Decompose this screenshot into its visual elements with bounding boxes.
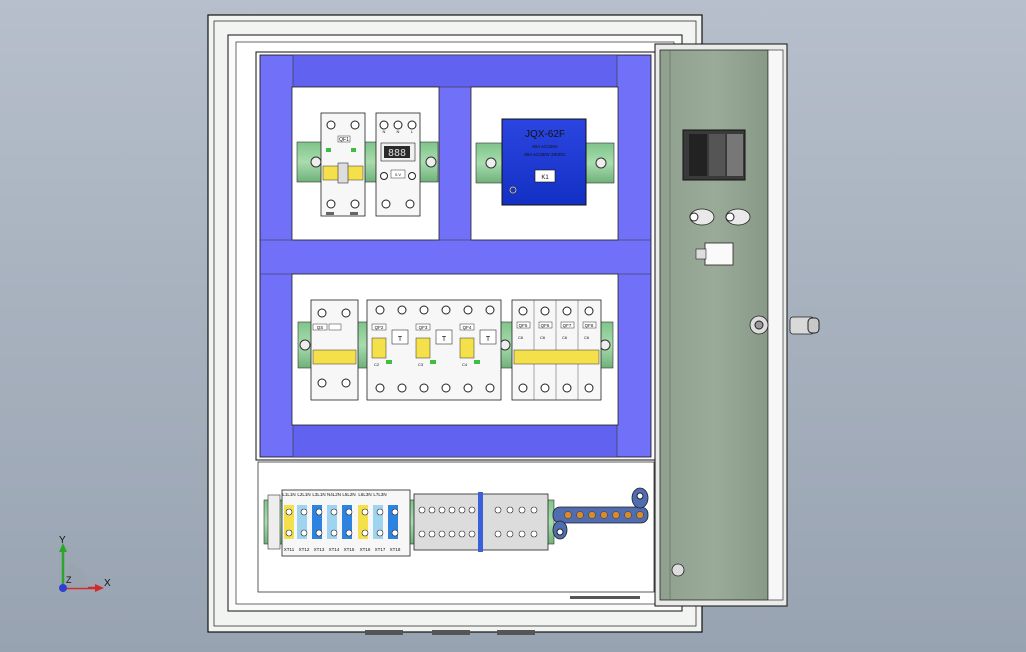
rcbo-tag-2: QF3 bbox=[419, 325, 428, 330]
breaker-row[interactable]: QS QF2 T C2 QF3 T bbox=[297, 299, 614, 401]
digital-meter[interactable]: N N L 888 0.V bbox=[375, 112, 421, 217]
relay-tag: K1 bbox=[541, 175, 549, 181]
top-left-din-assembly[interactable]: QF1 N N L 888 0.V bbox=[296, 112, 439, 217]
mcb-group[interactable]: QF5 QF6 QF7 QF8 C6 C6 C6 C6 bbox=[511, 299, 602, 401]
triad-z-label: Z bbox=[66, 575, 72, 585]
relay-assembly[interactable]: JQX-62F 80A AC220V 80A AC250V 28VDC K1 bbox=[475, 118, 615, 206]
rcbo-test-1: T bbox=[398, 336, 403, 343]
breaker-qf1-tag: QF1 bbox=[339, 137, 349, 143]
door-lock[interactable] bbox=[749, 315, 820, 335]
coordinate-triad: Y Z X bbox=[59, 535, 111, 592]
term-top-5: L5L2N bbox=[342, 492, 355, 497]
term-bottom-1: XT11 bbox=[284, 547, 295, 552]
relay-rating-1: 80A AC220V bbox=[532, 144, 558, 149]
mcb-tag-4: QF8 bbox=[585, 323, 594, 328]
indicator-lamps[interactable] bbox=[689, 208, 751, 226]
mcb-tag-2: QF6 bbox=[541, 323, 550, 328]
rcbo-mark-3: C4 bbox=[462, 362, 468, 367]
main-isolator-qs[interactable]: QS bbox=[310, 299, 359, 401]
term-top-1: L1L1N bbox=[282, 492, 295, 497]
meter-terminal-3: L bbox=[411, 129, 414, 134]
triad-x-label: X bbox=[104, 578, 111, 589]
term-bottom-4: XT14 bbox=[329, 547, 340, 552]
meter-terminal-2: N bbox=[397, 129, 400, 134]
relay-model: JQX-62F bbox=[525, 129, 565, 140]
rcbo-mark-2: C3 bbox=[418, 362, 424, 367]
term-top-4: N4L2N bbox=[327, 492, 341, 497]
meter-label: 0.V bbox=[395, 172, 401, 177]
rcbo-group[interactable]: QF2 T C2 QF3 T C3 QF4 T C4 bbox=[366, 299, 502, 401]
relay-jqx62f[interactable]: JQX-62F 80A AC220V 80A AC250V 28VDC K1 bbox=[501, 118, 587, 206]
rcbo-tag-1: QF2 bbox=[375, 325, 384, 330]
term-top-3: L3L1N bbox=[312, 492, 325, 497]
triad-y-label: Y bbox=[59, 535, 66, 546]
term-bottom-2: XT12 bbox=[299, 547, 310, 552]
mcb-tag-3: QF7 bbox=[563, 323, 572, 328]
terminal-blocks[interactable]: L1L1N L2L1N L3L1N N4L2N L5L2N L6L3N L7L3… bbox=[281, 489, 411, 557]
term-bottom-6: XT16 bbox=[360, 547, 371, 552]
term-bottom-3: XT13 bbox=[314, 547, 325, 552]
mcb-mark-4: C6 bbox=[584, 335, 590, 340]
mcb-mark-2: C6 bbox=[540, 335, 546, 340]
breaker-qf1[interactable]: QF1 bbox=[320, 112, 366, 217]
term-top-2: L2L1N bbox=[297, 492, 310, 497]
rcbo-mark-1: C2 bbox=[374, 362, 380, 367]
mcb-mark-1: C6 bbox=[518, 335, 524, 340]
grey-terminal-blocks[interactable] bbox=[413, 492, 549, 552]
rcbo-test-3: T bbox=[486, 336, 491, 343]
rcbo-tag-3: QF4 bbox=[463, 325, 472, 330]
meter-display: 888 bbox=[388, 148, 406, 159]
terminal-strip[interactable]: L1L1N L2L1N L3L1N N4L2N L5L2N L6L3N L7L3… bbox=[257, 461, 655, 593]
term-bottom-5: XT15 bbox=[344, 547, 355, 552]
ground-busbar[interactable] bbox=[552, 487, 649, 540]
mcb-tag-1: QF5 bbox=[519, 323, 528, 328]
door-switch[interactable] bbox=[695, 242, 734, 266]
mcb-mark-3: C6 bbox=[562, 335, 568, 340]
term-bottom-8: XT18 bbox=[390, 547, 401, 552]
term-top-7: L7L3N bbox=[373, 492, 386, 497]
term-top-6: L6L3N bbox=[358, 492, 371, 497]
meter-terminal-1: N bbox=[383, 129, 386, 134]
qs-tag: QS bbox=[317, 325, 324, 330]
cabinet-door[interactable] bbox=[654, 43, 820, 607]
rcbo-test-2: T bbox=[442, 336, 447, 343]
term-bottom-7: XT17 bbox=[375, 547, 386, 552]
relay-rating-2: 80A AC250V 28VDC bbox=[524, 152, 566, 157]
